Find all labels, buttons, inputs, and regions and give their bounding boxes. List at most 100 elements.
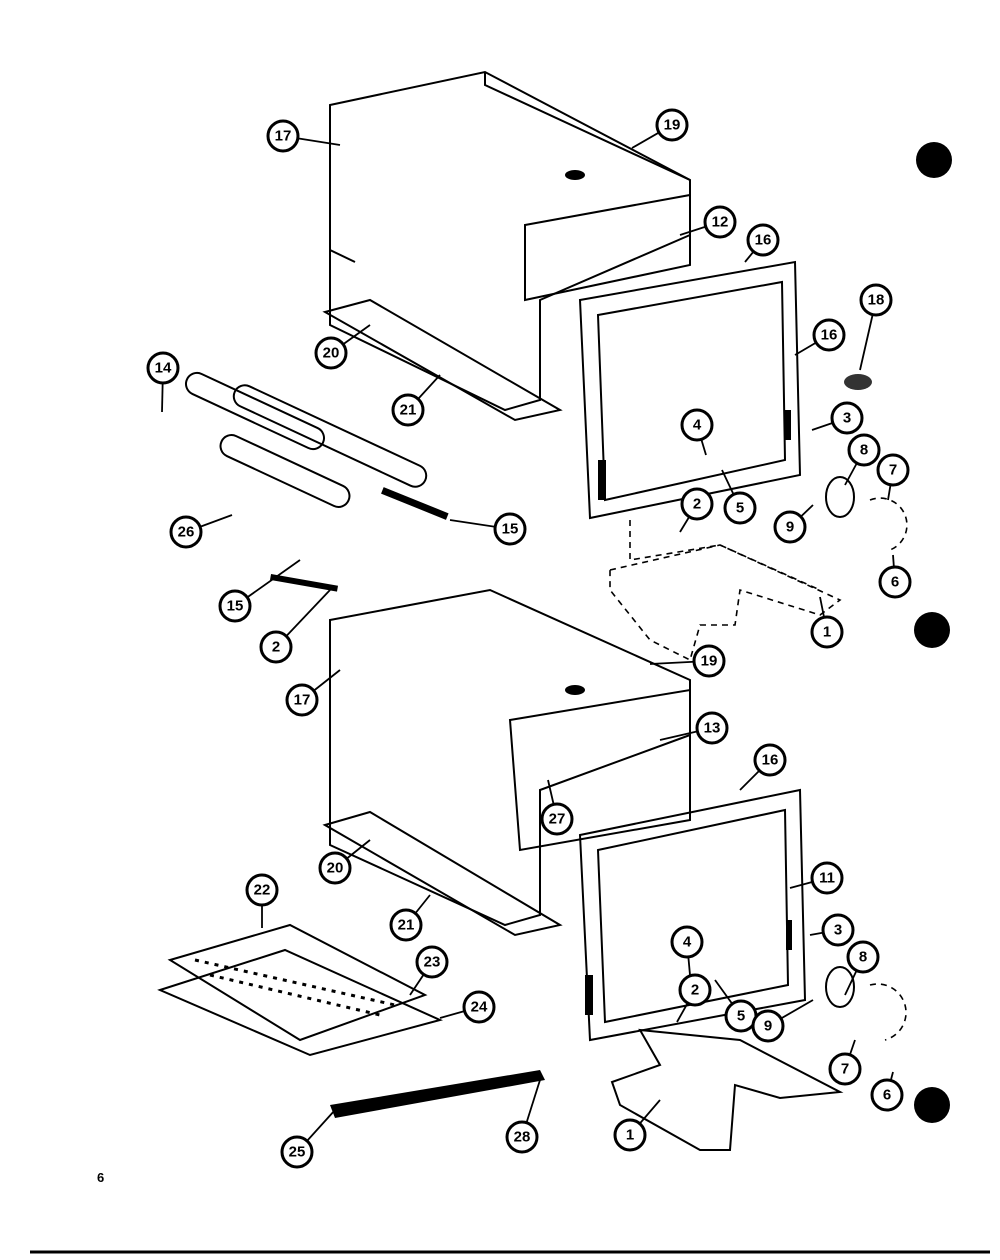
callout-label: 26 bbox=[178, 524, 195, 541]
callout-circle bbox=[245, 873, 279, 907]
callout-label: 2 bbox=[691, 982, 699, 999]
callout-label: 25 bbox=[289, 1144, 306, 1161]
callout-label: 21 bbox=[400, 402, 417, 419]
callout-circle bbox=[678, 973, 712, 1007]
callout-circle bbox=[692, 644, 726, 678]
callout-circle bbox=[259, 630, 293, 664]
callout-label: 5 bbox=[737, 1008, 745, 1025]
callout-label: 28 bbox=[514, 1129, 531, 1146]
callout-8: 8 bbox=[844, 433, 881, 486]
callout-25: 25 bbox=[280, 1109, 336, 1169]
callout-circle bbox=[680, 487, 714, 521]
callout-6: 6 bbox=[878, 554, 912, 599]
callout-label: 4 bbox=[683, 934, 692, 951]
upper-oven-front-frame bbox=[578, 260, 821, 591]
broil-shield bbox=[270, 573, 339, 592]
callout-20: 20 bbox=[318, 839, 371, 885]
callout-circle bbox=[318, 851, 352, 885]
callout-9: 9 bbox=[773, 504, 814, 544]
callout-circle bbox=[389, 908, 423, 942]
callout-21: 21 bbox=[391, 374, 441, 427]
callout-circle bbox=[751, 1009, 785, 1043]
callout-circle bbox=[391, 393, 425, 427]
callout-24: 24 bbox=[439, 990, 496, 1024]
callout-6: 6 bbox=[870, 1071, 904, 1112]
callout-7: 7 bbox=[828, 1039, 862, 1086]
callout-circle bbox=[753, 743, 787, 777]
callout-label: 27 bbox=[549, 811, 566, 828]
callout-label: 7 bbox=[841, 1061, 849, 1078]
callout-label: 3 bbox=[834, 922, 842, 939]
callout-label: 1 bbox=[626, 1127, 634, 1144]
callout-circle bbox=[146, 351, 180, 385]
callout-5: 5 bbox=[714, 979, 758, 1033]
callout-22: 22 bbox=[245, 873, 279, 928]
callout-15: 15 bbox=[449, 512, 527, 546]
callout-label: 11 bbox=[819, 870, 835, 887]
callout-circle bbox=[680, 408, 714, 442]
callout-circle bbox=[876, 453, 910, 487]
trim-strip bbox=[330, 1070, 545, 1118]
callout-circle bbox=[830, 401, 864, 435]
callout-2: 2 bbox=[676, 973, 712, 1023]
callout-1: 1 bbox=[613, 1099, 661, 1152]
callout-label: 15 bbox=[227, 598, 244, 615]
callout-17: 17 bbox=[266, 119, 341, 153]
lower-light-assembly bbox=[825, 966, 907, 1041]
callout-circle bbox=[870, 1078, 904, 1112]
callout-16: 16 bbox=[744, 223, 780, 263]
callout-label: 15 bbox=[502, 521, 519, 538]
lower-bottom-panel bbox=[610, 1028, 844, 1151]
callout-circle bbox=[314, 336, 348, 370]
bake-element bbox=[184, 371, 449, 520]
callout-label: 8 bbox=[859, 949, 867, 966]
callout-label: 3 bbox=[843, 410, 851, 427]
callout-16: 16 bbox=[794, 318, 846, 356]
callout-circle bbox=[266, 119, 300, 153]
lower-oven-cavity bbox=[322, 588, 691, 937]
broiler-pan-and-rack bbox=[157, 923, 443, 1057]
callout-18: 18 bbox=[859, 283, 893, 371]
callout-16: 16 bbox=[739, 743, 787, 791]
callout-label: 2 bbox=[693, 496, 701, 513]
callout-15: 15 bbox=[218, 559, 301, 623]
callout-circle bbox=[169, 515, 203, 549]
callout-label: 14 bbox=[155, 360, 172, 377]
upper-bottom-panel bbox=[609, 544, 842, 662]
callout-circle bbox=[746, 223, 780, 257]
callout-label: 22 bbox=[254, 882, 271, 899]
callout-label: 6 bbox=[883, 1087, 891, 1104]
callout-circle bbox=[859, 283, 893, 317]
callout-label: 19 bbox=[701, 653, 718, 670]
callout-4: 4 bbox=[680, 408, 714, 456]
callout-circle bbox=[218, 589, 252, 623]
callout-12: 12 bbox=[679, 205, 737, 239]
callout-19: 19 bbox=[649, 644, 726, 678]
callout-17: 17 bbox=[285, 669, 341, 717]
callout-circle bbox=[462, 990, 496, 1024]
callout-label: 4 bbox=[693, 417, 702, 434]
callout-circle bbox=[670, 925, 704, 959]
lower-oven-front-frame bbox=[578, 788, 807, 1042]
callout-label: 24 bbox=[471, 999, 488, 1016]
callout-28: 28 bbox=[505, 1079, 541, 1154]
callout-14: 14 bbox=[146, 351, 180, 413]
callout-label: 21 bbox=[398, 917, 415, 934]
registration-dots bbox=[914, 142, 952, 1123]
callout-circle bbox=[847, 433, 881, 467]
callout-circle bbox=[415, 945, 449, 979]
callout-23: 23 bbox=[409, 945, 449, 996]
callout-9: 9 bbox=[751, 999, 814, 1043]
callout-circle bbox=[505, 1120, 539, 1154]
callout-circle bbox=[540, 802, 574, 836]
callout-label: 9 bbox=[786, 519, 794, 536]
callout-label: 18 bbox=[868, 292, 885, 309]
callout-13: 13 bbox=[659, 711, 729, 745]
callout-label: 13 bbox=[704, 720, 721, 737]
callout-4: 4 bbox=[670, 925, 704, 976]
callout-label: 20 bbox=[327, 860, 344, 877]
callout-label: 16 bbox=[821, 327, 838, 344]
callout-11: 11 bbox=[789, 861, 844, 895]
upper-light-assembly bbox=[825, 374, 908, 551]
